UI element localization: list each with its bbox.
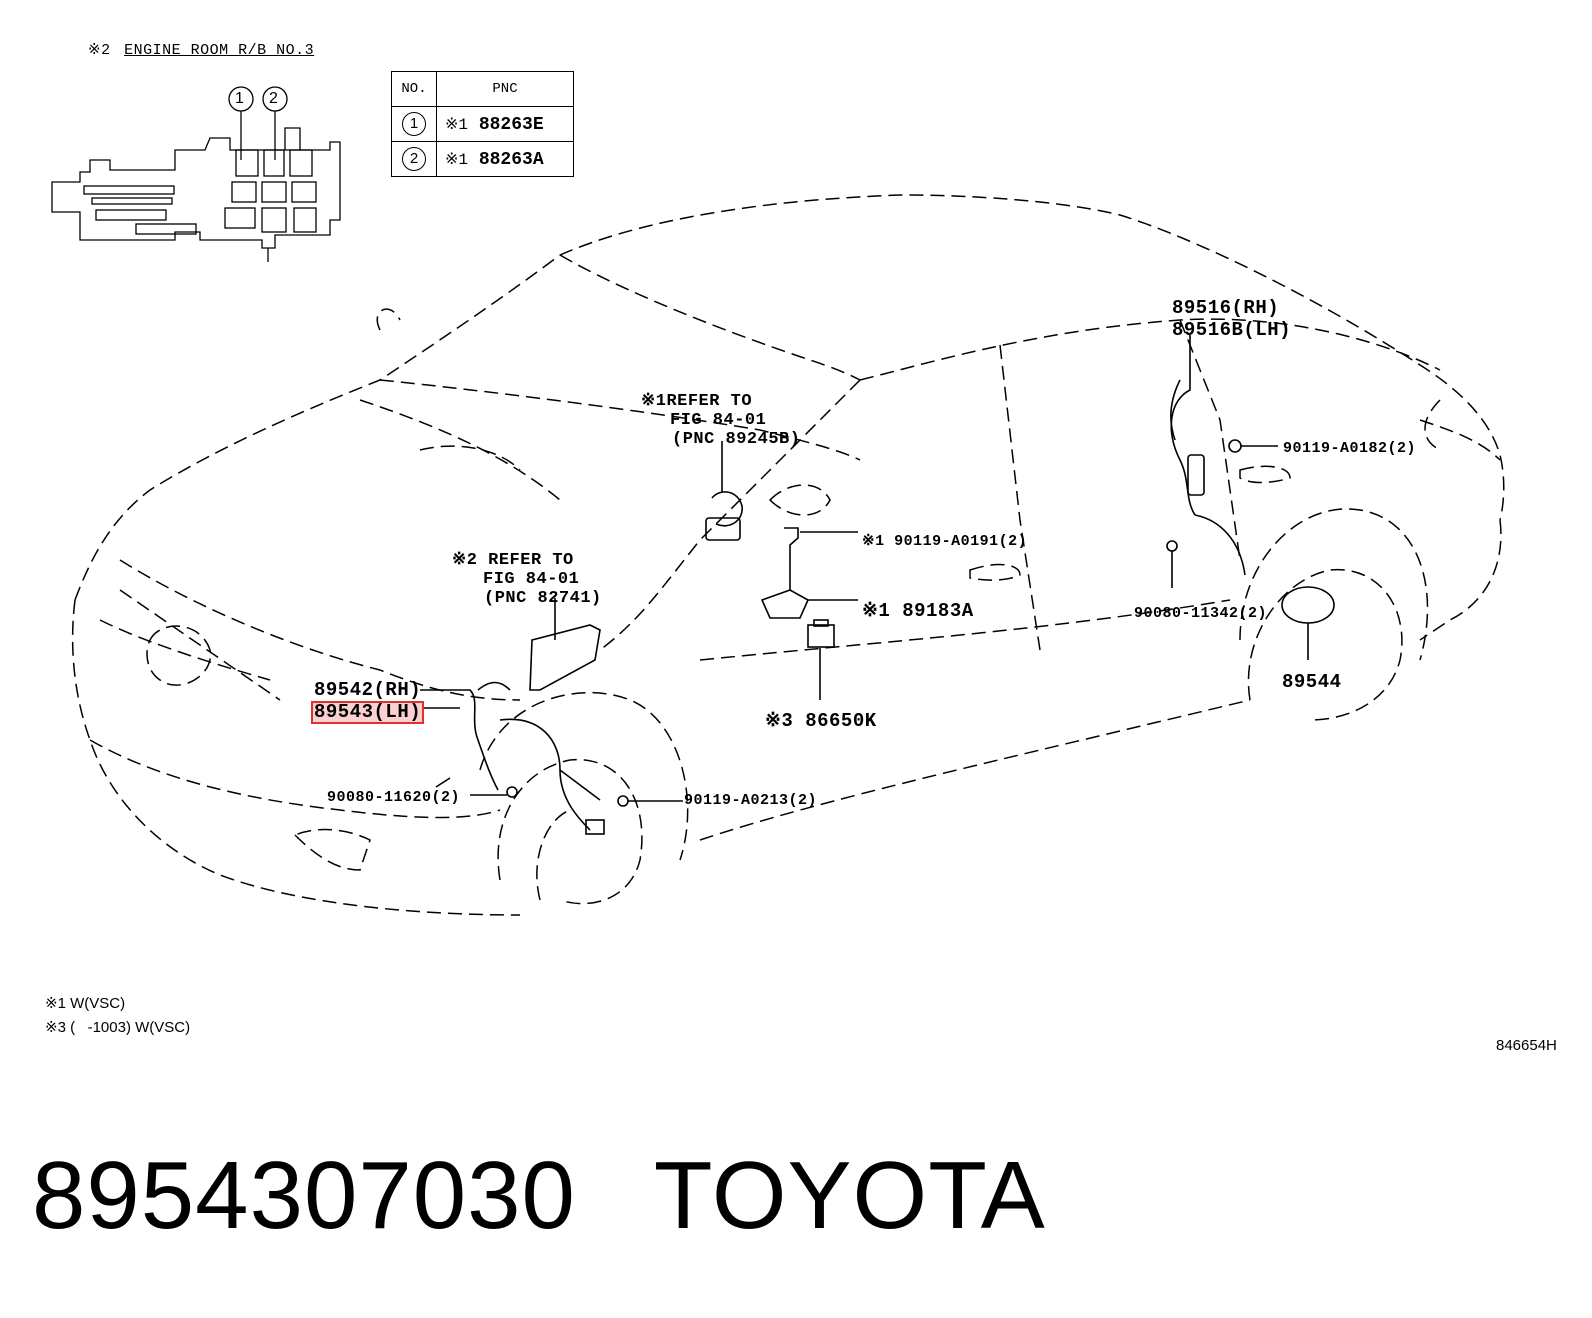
part-89542-rh: 89542(RH) [314,679,422,701]
ref2-line2: FIG 84-01 [483,570,580,589]
part-89516b-lh: 89516B(LH) [1172,319,1292,341]
figure-code: 846654H [1496,1037,1557,1054]
car-body-outline [71,194,1505,916]
part-86650k: ※3 86650K [765,710,877,732]
part-90080-11342: 90080-11342(2) [1134,605,1268,622]
row-mark: ※1 [445,150,469,169]
part-90119-a0182: 90119-A0182(2) [1283,440,1417,457]
relay-box-mark: ※2 [88,42,111,59]
footer-part-number: 8954307030 [32,1142,576,1249]
part-89183a: ※1 89183A [862,600,974,622]
part-89543-lh-highlighted[interactable]: 89543(LH) [311,701,425,724]
ref2-line3: (PNC 82741) [484,589,602,608]
relay-box-illustration [51,86,341,262]
relay-callout-2: 2 [269,90,278,107]
parts-illustrations [420,335,1335,835]
row-pnc: 88263A [478,149,544,170]
part-90119-a0191: ※1 90119-A0191(2) [862,533,1028,550]
pnc-table: NO. PNC 1 ※1 88263E 2 ※1 88263A [391,71,574,177]
pnc-col-no: NO. [391,71,437,107]
relay-box-title: ※2 ENGINE ROOM R/B NO.3 [88,43,314,58]
row-number: 1 [402,112,426,136]
pnc-table-row: 1 ※1 88263E [391,106,574,142]
relay-callout-1: 1 [235,90,244,107]
pnc-table-row: 2 ※1 88263A [391,141,574,177]
row-number: 2 [402,147,426,171]
pnc-col-pnc: PNC [436,71,574,107]
ref1-line1: ※1REFER TO [641,392,753,411]
footer-brand: TOYOTA [653,1142,1046,1249]
row-mark: ※1 [445,115,469,134]
part-90080-11620: 90080-11620(2) [327,789,461,806]
row-pnc: 88263E [478,114,544,135]
ref2-line1: ※2 REFER TO [452,551,574,570]
part-89516-rh: 89516(RH) [1172,297,1280,319]
legend-note-1: ※1 W(VSC) [45,995,126,1012]
relay-box-label: ENGINE ROOM R/B NO.3 [124,42,315,59]
part-89544: 89544 [1282,671,1342,693]
part-90119-a0213: 90119-A0213(2) [684,792,818,809]
ref1-line2: FIG 84-01 [670,411,767,430]
ref1-line3: (PNC 89245B) [672,430,801,449]
pnc-table-header: NO. PNC [391,71,574,107]
legend-note-3: ※3 ( -1003) W(VSC) [45,1019,191,1036]
